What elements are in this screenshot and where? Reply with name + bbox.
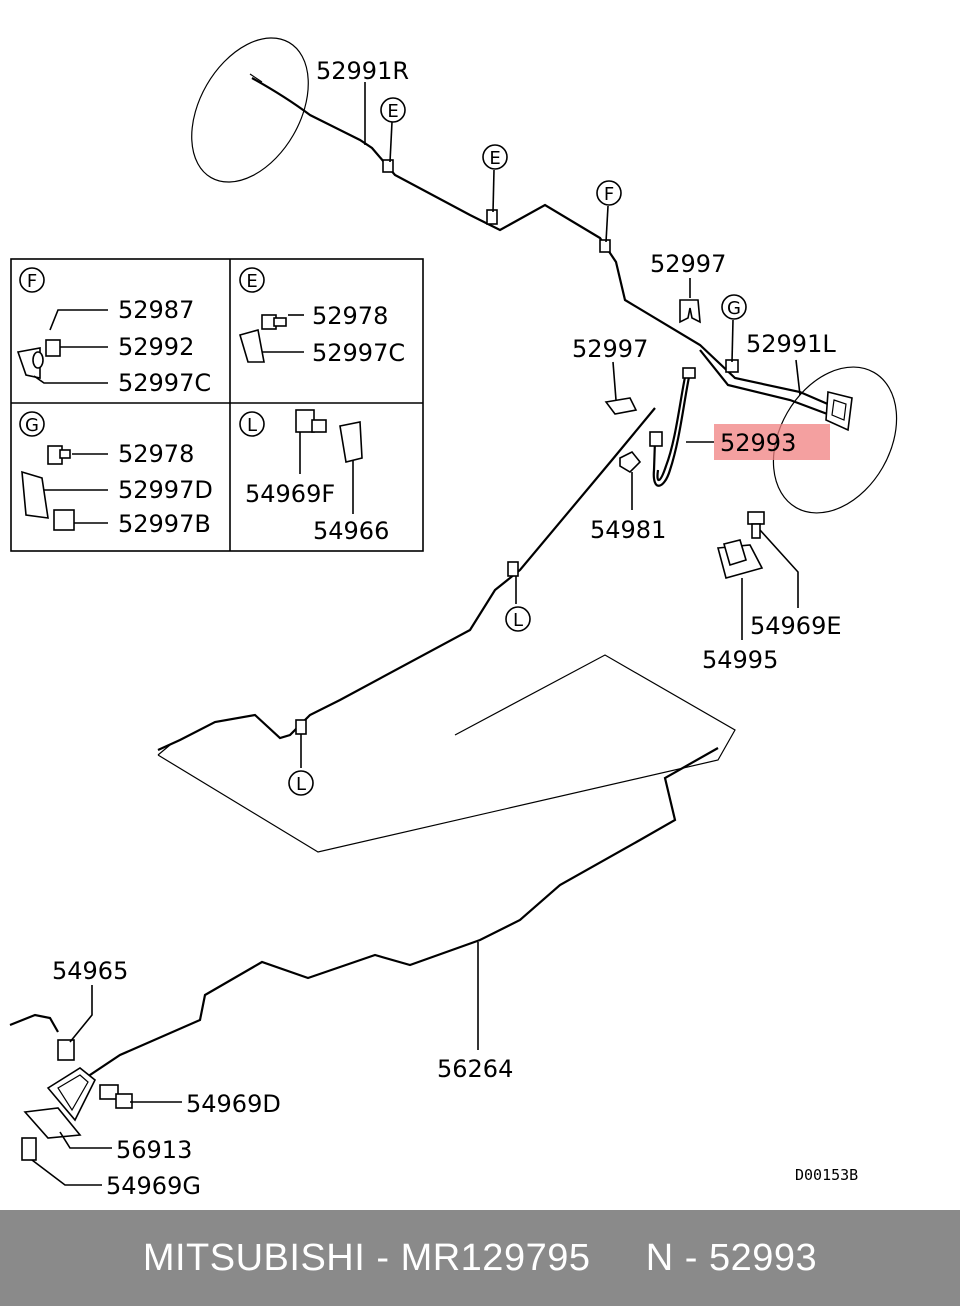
detail-box-E: E 52978 52997C [239,267,405,367]
clip-L-1 [507,561,519,577]
callout-56913: 56913 [116,1136,192,1164]
svg-text:E: E [246,271,257,292]
svg-text:G: G [25,415,39,436]
brake-line-56264[interactable] [75,747,719,1089]
svg-text:F: F [604,184,614,205]
marker-L-2: L [288,770,314,796]
svg-text:52987: 52987 [118,296,194,324]
brake-line-52991L[interactable] [699,349,831,417]
svg-text:F: F [27,271,37,292]
callout-54965: 54965 [52,957,128,985]
svg-text:E: E [387,101,398,122]
callout-52997-lower: 52997 [572,335,648,363]
diagram-code: D00153B [795,1166,858,1184]
highlight-52993 [714,424,830,460]
clip-52997-upper[interactable] [679,299,701,324]
svg-text:L: L [296,774,306,795]
footer-separator: - [376,1236,390,1279]
marker-E-2: E [482,144,508,170]
front-line-stub [9,1013,59,1033]
clip-L-2 [295,719,307,735]
detail-boxes [10,258,424,552]
marker-E-1: E [380,97,406,123]
svg-text:52978: 52978 [118,440,194,468]
svg-text:52992: 52992 [118,333,194,361]
clip-54965[interactable] [57,1039,75,1061]
proportioning-valve[interactable] [825,390,853,432]
callout-52993: 52993 [720,429,796,457]
clip-52997-lower[interactable] [604,397,638,415]
svg-text:52997D: 52997D [118,476,213,504]
bolt-54969D[interactable] [99,1084,133,1109]
svg-text:E: E [489,148,500,169]
callout-54981: 54981 [590,516,666,544]
svg-text:L: L [247,415,257,436]
callout-54995: 54995 [702,646,778,674]
svg-text:52997C: 52997C [312,339,405,367]
parts-diagram: E E F G L [9,37,898,1200]
clip-E-2 [486,209,498,225]
callout-56264: 56264 [437,1055,513,1083]
clip-54981[interactable] [619,450,642,474]
detail-box-L: L 54969F 54966 [239,409,389,545]
footer-bar: MITSUBISHI - MR129795 N - 52993 [0,1210,960,1306]
bolt-54969G[interactable] [21,1137,37,1161]
svg-text:54969F: 54969F [245,480,335,508]
body-outline [157,654,736,853]
clip-F [599,239,611,253]
callout-52991R: 52991R [316,57,409,85]
callout-54969E: 54969E [750,612,842,640]
wheel-outline-rear-left [772,366,898,514]
svg-text:54966: 54966 [313,517,389,545]
bracket-54995[interactable] [716,539,764,579]
bolt-54969E[interactable] [747,511,765,539]
callout-54969D: 54969D [186,1090,281,1118]
brand-name: MITSUBISHI [142,1236,366,1279]
callout-54969G: 54969G [106,1172,201,1200]
svg-text:G: G [727,298,741,319]
part-number: MR129795 [400,1236,591,1279]
brake-hose-52993[interactable] [649,367,696,487]
marker-L-1: L [505,606,531,632]
wheel-outline-rear-right [191,37,309,183]
footer-title: MITSUBISHI - MR129795 N - 52993 [0,1210,960,1306]
svg-text:52978: 52978 [312,302,388,330]
marker-F: F [596,180,622,206]
svg-text:52997C: 52997C [118,369,211,397]
marker-G: G [721,294,747,320]
callout-52991L: 52991L [746,330,836,358]
footer-gap [590,1237,645,1280]
detail-box-G: G 52978 52997D 52997B [19,411,213,538]
detail-box-F: F 52987 52992 52997C [16,267,211,397]
brake-line-rear-to-front[interactable] [157,407,656,752]
svg-text:52997B: 52997B [118,510,211,538]
brake-line-52991R[interactable] [249,73,831,407]
junction-bracket-56913[interactable] [23,1067,97,1139]
reference-code: N - 52993 [645,1236,818,1279]
svg-text:L: L [513,610,523,631]
callout-52997-upper: 52997 [650,250,726,278]
clip-E-1 [382,159,394,173]
